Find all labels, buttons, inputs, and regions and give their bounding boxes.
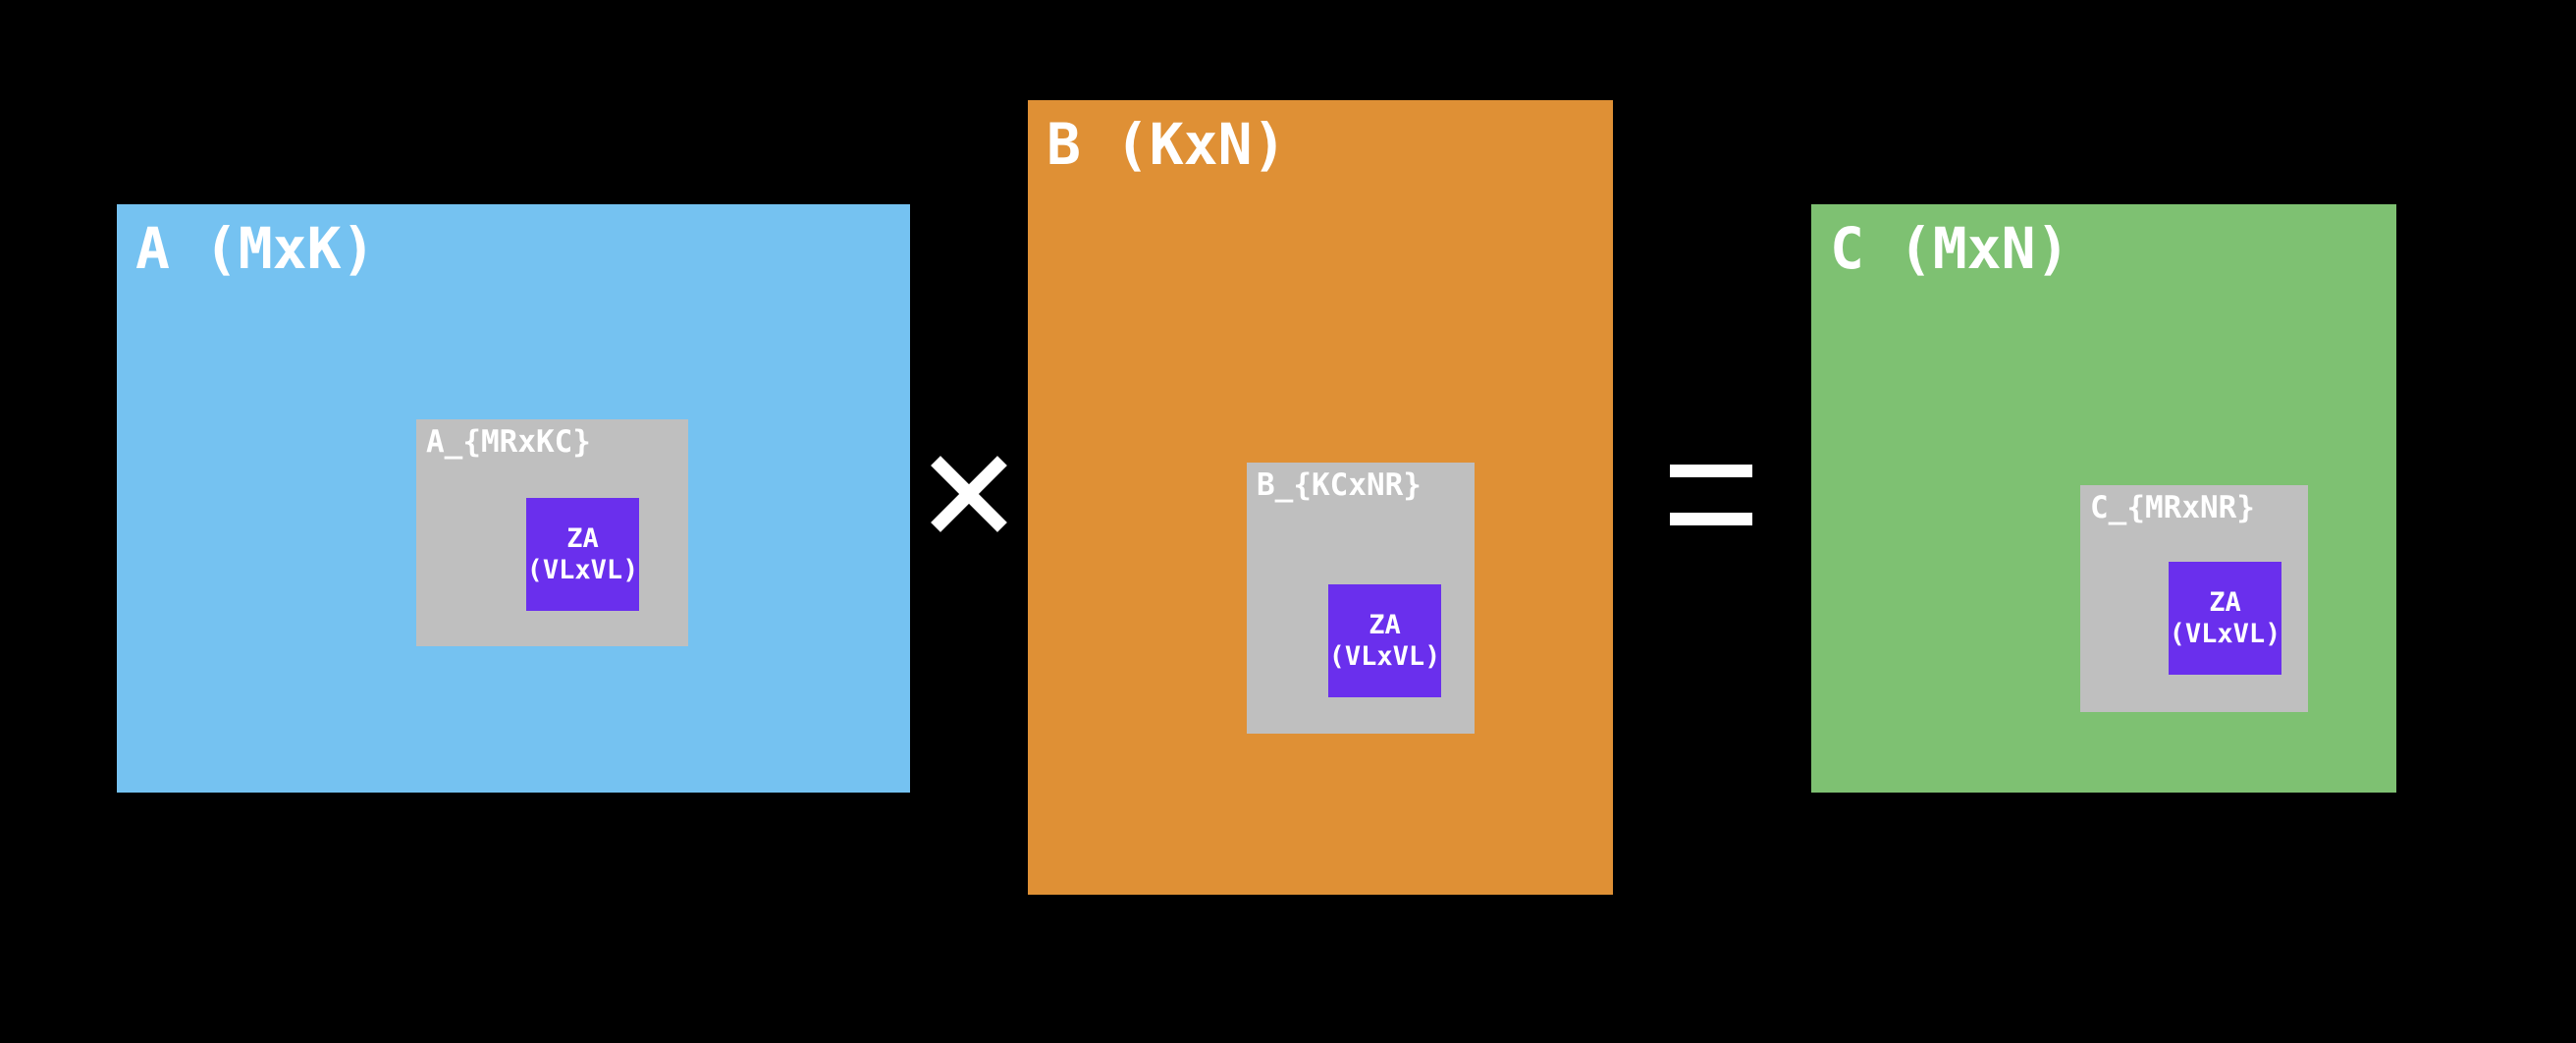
matrix-c-tile-name: ZA — [2209, 587, 2241, 619]
matrix-a-title: A (MxK) — [135, 215, 376, 282]
matrix-a: A (MxK) A_{MRxKC} ZA (VLxVL) — [117, 204, 910, 793]
multiplication-sign-icon — [922, 452, 1016, 536]
matrix-c-block-title: C_{MRxNR} — [2090, 490, 2255, 525]
matrix-b-title: B (KxN) — [1046, 111, 1287, 178]
matrix-a-tile-name: ZA — [566, 523, 599, 555]
matrix-a-tile-size: (VLxVL) — [526, 554, 639, 585]
equals-sign-icon — [1670, 465, 1752, 525]
matrix-a-block-title: A_{MRxKC} — [426, 424, 591, 460]
matrix-b: B (KxN) B_{KCxNR} ZA (VLxVL) — [1028, 100, 1613, 895]
matrix-b-za-tile: ZA (VLxVL) — [1328, 584, 1441, 697]
matrix-b-block: B_{KCxNR} ZA (VLxVL) — [1247, 463, 1475, 734]
matrix-c: C (MxN) C_{MRxNR} ZA (VLxVL) — [1811, 204, 2396, 793]
matrix-a-block: A_{MRxKC} ZA (VLxVL) — [416, 419, 688, 646]
matrix-b-tile-size: (VLxVL) — [1328, 640, 1441, 672]
matrix-c-tile-size: (VLxVL) — [2169, 618, 2281, 649]
matrix-b-block-title: B_{KCxNR} — [1257, 467, 1422, 503]
matrix-c-title: C (MxN) — [1830, 215, 2070, 282]
matrix-c-za-tile: ZA (VLxVL) — [2169, 562, 2281, 675]
matrix-b-tile-name: ZA — [1368, 610, 1401, 641]
matrix-a-za-tile: ZA (VLxVL) — [526, 498, 639, 611]
matrix-c-block: C_{MRxNR} ZA (VLxVL) — [2080, 485, 2308, 712]
